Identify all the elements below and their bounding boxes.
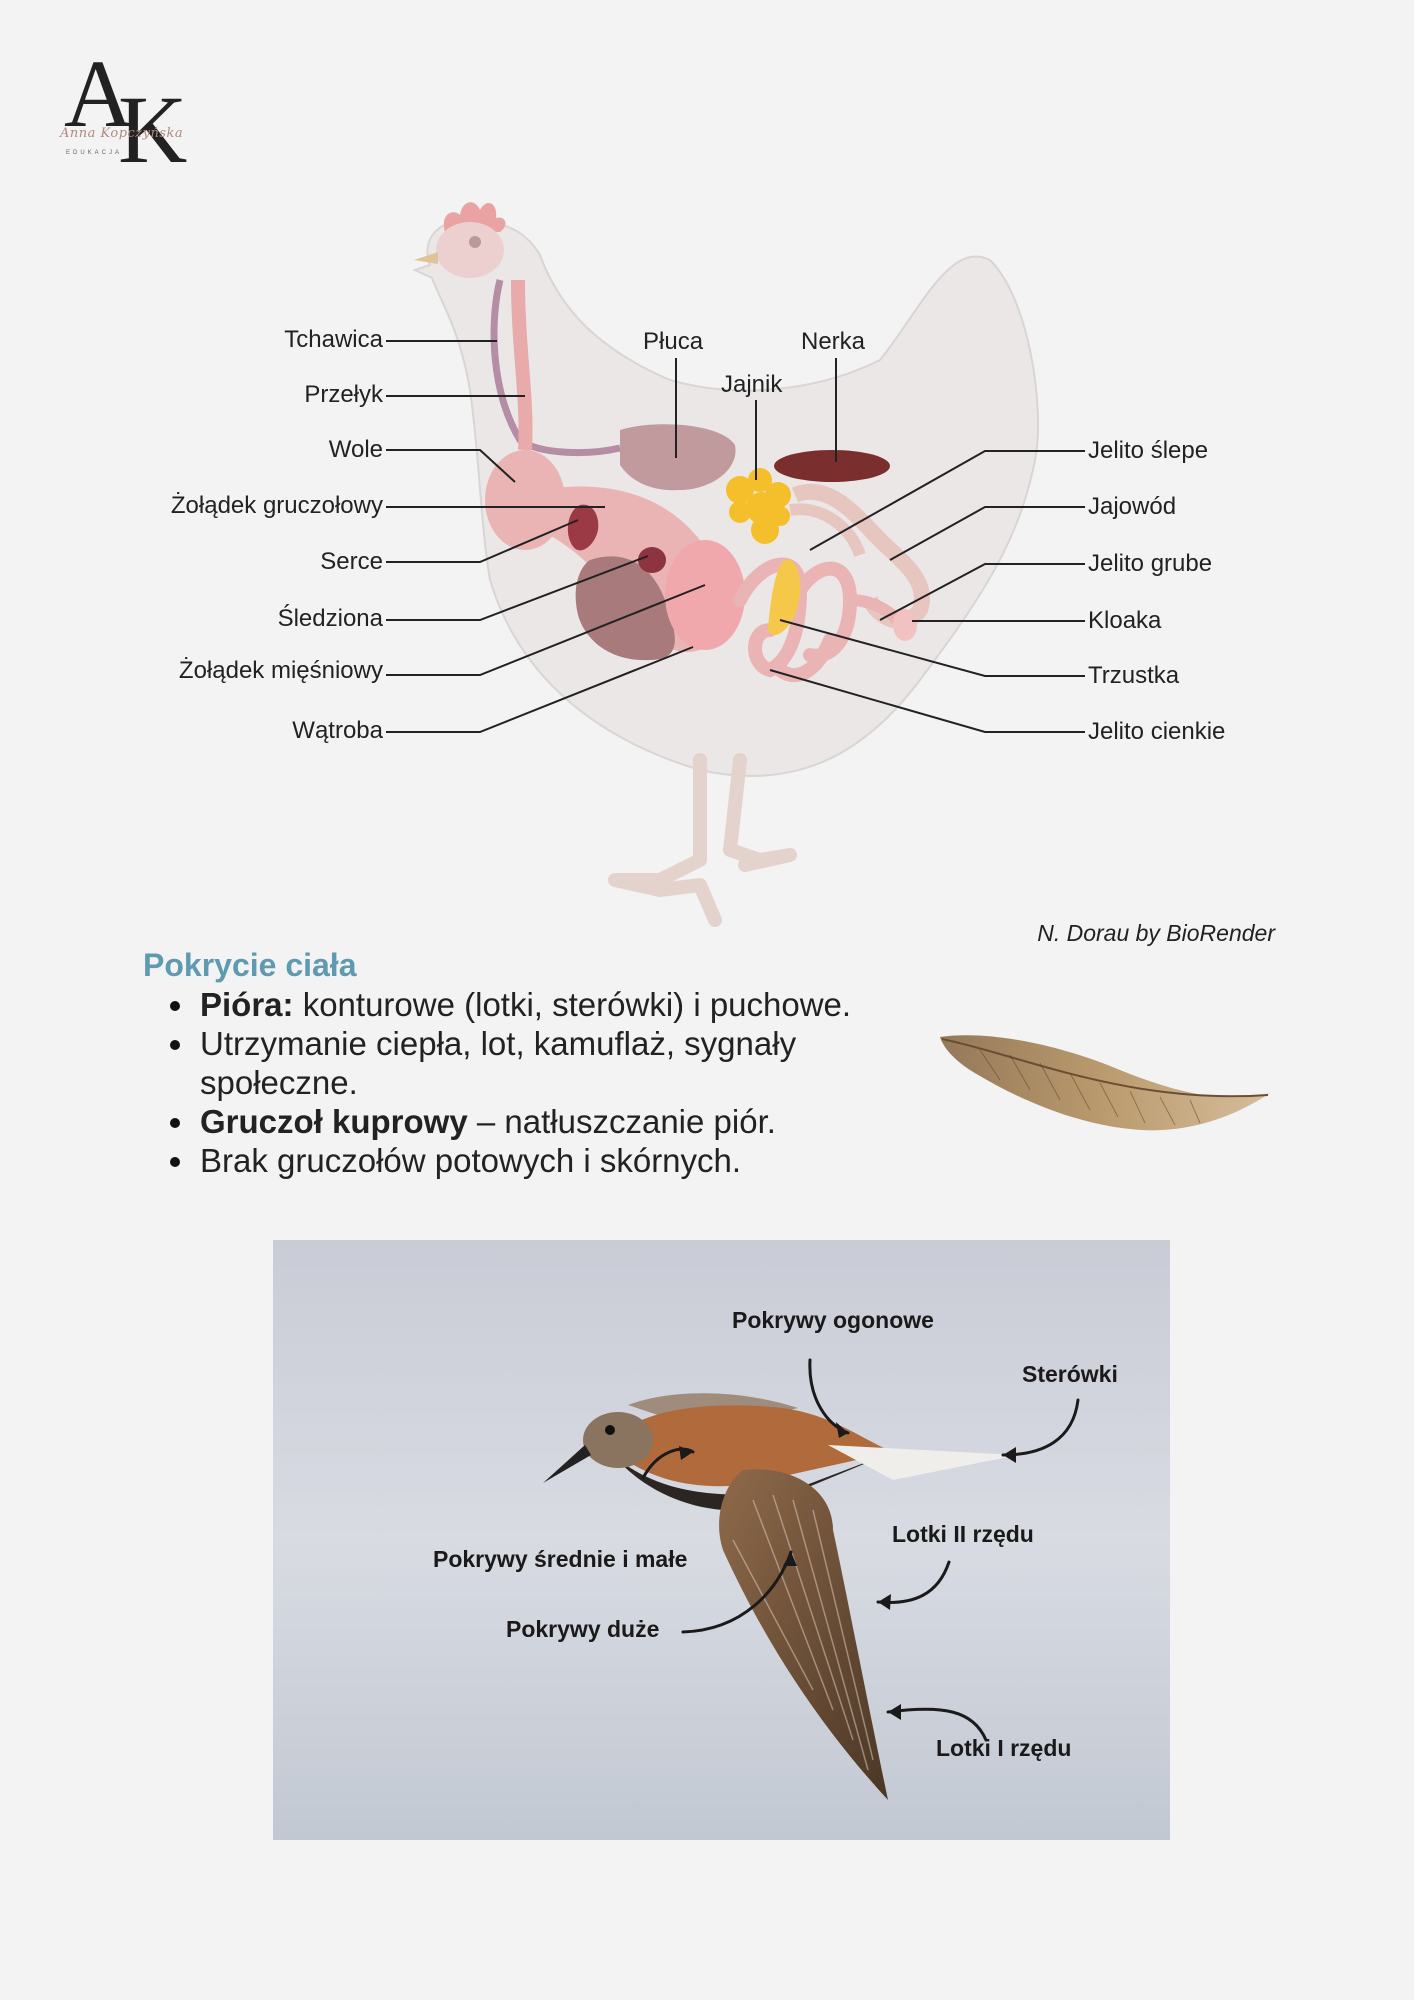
bullet-text: Brak gruczołów potowych i skórnych. — [200, 1142, 742, 1179]
bird-belly — [613, 1452, 893, 1511]
chicken-head — [436, 222, 504, 278]
label-nerka: Nerka — [801, 328, 866, 355]
label-jelito-slepe: Jelito ślepe — [1088, 437, 1209, 464]
label-jelito-cienkie: Jelito cienkie — [1088, 718, 1226, 745]
bird-photo-svg — [273, 1240, 1170, 1840]
label-lotki-ii-rzedu: Lotki II rzędu — [892, 1521, 1034, 1547]
bullet-text: – natłuszczanie piór. — [467, 1103, 776, 1140]
bullet-item: Gruczoł kuprowy – natłuszczanie piór. — [170, 1102, 960, 1141]
label-pluca: Płuca — [643, 328, 704, 355]
heart-shape — [567, 504, 599, 551]
label-przelyk: Przełyk — [304, 381, 383, 408]
arrow-median-coverts — [641, 1447, 695, 1480]
gizzard-shape — [665, 540, 745, 650]
label-tchawica: Tchawica — [284, 326, 383, 353]
liver-shape — [575, 556, 675, 661]
leader-trzustka — [779, 619, 1085, 677]
kidney-shape — [774, 450, 890, 482]
label-pokrywy-duze: Pokrywy duże — [506, 1616, 660, 1642]
spleen-shape — [638, 547, 666, 573]
leader-zoladek-miesniowy — [386, 584, 706, 676]
cloaca-shape — [893, 609, 917, 641]
ak-logo: A K Anna Kopczyńska EDUKACJA — [56, 46, 206, 186]
logo-letter-k: K — [118, 76, 188, 183]
bird-head — [583, 1412, 653, 1468]
label-jelito-grube: Jelito grube — [1088, 550, 1213, 577]
bird-body — [608, 1405, 893, 1487]
right-leader-lines — [769, 450, 1085, 733]
label-jajowod: Jajowód — [1088, 493, 1177, 520]
bullet-item: Brak gruczołów potowych i skórnych. — [170, 1141, 960, 1180]
ovary-shape — [726, 468, 791, 544]
section-title: Pokrycie ciała — [143, 947, 357, 983]
label-serce: Serce — [320, 548, 383, 575]
leader-jelito-grube — [879, 563, 1085, 621]
leader-jajowod — [889, 506, 1085, 561]
bullet-list: Pióra: konturowe (lotki, sterówki) i puc… — [160, 985, 960, 1180]
caecum-shape — [789, 503, 866, 558]
label-trzustka: Trzustka — [1088, 662, 1180, 689]
pancreas-shape — [768, 559, 801, 635]
leader-jelito-slepe — [809, 450, 1085, 551]
label-zoladek-miesniowy: Żołądek mięśniowy — [178, 657, 383, 684]
label-lotki-i-rzedu: Lotki I rzędu — [936, 1735, 1072, 1761]
arrow-heads — [679, 1422, 1016, 1720]
logo-subtitle: EDUKACJA — [66, 150, 123, 156]
bird-tail — [828, 1445, 1018, 1480]
arrow-primaries — [886, 1707, 988, 1742]
feather-illustration — [940, 1035, 1270, 1131]
label-sterowki: Sterówki — [1022, 1361, 1118, 1387]
bullet-text: Utrzymanie ciepła, lot, kamuflaż, sygnał… — [200, 1025, 797, 1101]
lungs-shape — [620, 424, 736, 491]
bird-bill — [543, 1445, 591, 1483]
chicken-anatomy-diagram: Tchawica Przełyk Wole Żołądek gruczołowy… — [0, 160, 1414, 940]
esophagus-shape — [511, 279, 533, 451]
small-intestine-shape — [733, 557, 858, 683]
bird-feather-photo: Pokrywy ogonowe Sterówki Pokrywy średnie… — [273, 1240, 1170, 1840]
label-kloaka: Kloaka — [1088, 607, 1162, 634]
bullet-item: Pióra: konturowe (lotki, sterówki) i puc… — [170, 985, 960, 1024]
chicken-eye — [469, 236, 481, 248]
leader-serce — [386, 519, 579, 563]
bird-eye — [605, 1425, 615, 1435]
diagram-credit: N. Dorau by BioRender — [1037, 920, 1275, 946]
logo-letter-a: A — [64, 40, 134, 147]
chicken-beak — [414, 252, 438, 264]
label-wole: Wole — [328, 436, 383, 463]
logo-signature: Anna Kopczyńska — [60, 126, 184, 141]
label-watroba: Wątroba — [292, 717, 383, 744]
bullet-item: Utrzymanie ciepła, lot, kamuflaż, sygnał… — [170, 1024, 960, 1102]
leader-jelito-cienkie — [769, 669, 1085, 733]
label-zoladek-gruczolowy: Żołądek gruczołowy — [170, 492, 383, 519]
top-leader-lines — [675, 358, 837, 480]
leader-sledziona — [386, 555, 649, 621]
label-sledziona: Śledziona — [277, 605, 383, 632]
trachea-shape — [490, 279, 621, 456]
leader-watroba — [386, 646, 694, 733]
label-jajnik: Jajnik — [721, 371, 783, 398]
bullet-text: konturowe (lotki, sterówki) i puchowe. — [293, 986, 852, 1023]
wing-feather-lines — [732, 1494, 874, 1771]
bullet-bold: Pióra: — [200, 986, 294, 1023]
leader-wole — [386, 449, 516, 483]
label-pokrywy-ogonowe: Pokrywy ogonowe — [732, 1307, 934, 1333]
chicken-legs — [608, 753, 797, 927]
left-leader-lines — [386, 340, 706, 733]
label-pokrywy-srednie-i-male: Pokrywy średnie i małe — [433, 1546, 688, 1572]
bullet-bold: Gruczoł kuprowy — [200, 1103, 468, 1140]
chicken-illustration — [386, 202, 1085, 927]
